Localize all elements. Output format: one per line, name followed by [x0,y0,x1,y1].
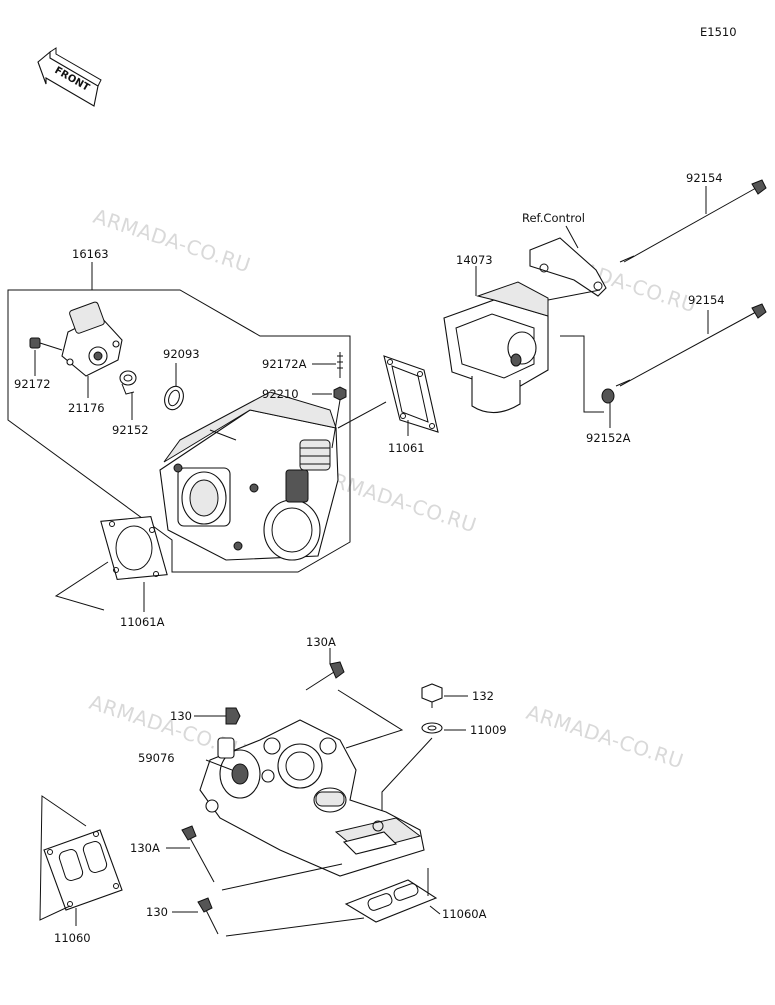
throttle-position-sensor [61,301,123,377]
callout-21176: 21176 [68,401,105,415]
intake-duct-14073 [443,281,549,414]
leader-130a-top-bracket [337,689,404,749]
callout-11009: 11009 [470,723,507,737]
grommet-92210 [333,386,347,401]
screw-92172 [29,337,63,351]
callout-16163: 16163 [72,247,109,261]
leader-duct-bracket [560,335,604,413]
leader-11060-bracket [39,795,87,921]
group-bracket-throttle [7,289,351,573]
callout-59076: 59076 [138,751,175,765]
gasket-11061 [383,355,439,433]
bolt-92154-mid [615,303,767,387]
callout-11061: 11061 [388,441,425,455]
watermark-3: ARMADA-CO.RU [316,464,479,537]
collar-92152a [601,388,615,404]
callout-ref-control: Ref.Control [522,211,585,225]
clip-92152 [119,370,137,395]
leader-gasket-link [337,401,387,429]
leader-11061a-bracket [54,561,109,611]
callout-92152: 92152 [112,423,149,437]
leader-11060a [429,905,441,915]
callout-92172a: 92172A [262,357,307,371]
callout-92152a: 92152A [586,431,631,445]
front-arrow-icon: FRONT [37,47,102,107]
callout-92172: 92172 [14,377,51,391]
callout-11060a: 11060A [442,907,487,921]
bolt-132 [421,683,443,708]
callout-130a-bottom: 130A [130,841,160,855]
leader-59076 [205,759,233,771]
gasket-11061a [100,516,168,580]
throttle-body [159,391,339,561]
watermark-5: ARMADA-CO.RU [523,700,686,773]
o-ring-92093 [164,385,184,411]
intake-manifold [199,719,425,877]
bolt-92154-top [619,179,767,263]
callout-132: 132 [472,689,494,703]
washer-11009 [421,722,443,734]
callout-130-bottom: 130 [146,905,168,919]
leader-130a-bottom-link [221,863,343,891]
bolt-130-top [200,707,241,725]
callout-92093: 92093 [163,347,200,361]
leader-ref-control [565,225,579,249]
callout-92154-top: 92154 [686,171,723,185]
callout-130a-top: 130A [306,635,336,649]
diagram-code: E1510 [700,25,737,39]
callout-11060: 11060 [54,931,91,945]
bolt-130-bottom [197,897,219,935]
gasket-11060 [43,829,123,911]
leader-bracket-link [547,289,601,301]
callout-130-top: 130 [170,709,192,723]
bolt-130a-bottom [181,825,215,883]
callout-14073: 14073 [456,253,493,267]
screw-92172a [337,352,343,378]
leader-130-bottom-link [225,917,365,937]
callout-92154-mid: 92154 [688,293,725,307]
callout-11061a: 11061A [120,615,165,629]
bolt-130a-top [305,661,345,691]
callout-92210: 92210 [262,387,299,401]
leader-92210-link [331,399,341,449]
gasket-11060a [344,879,438,923]
watermark-1: ARMADA-CO.RU [90,204,253,277]
